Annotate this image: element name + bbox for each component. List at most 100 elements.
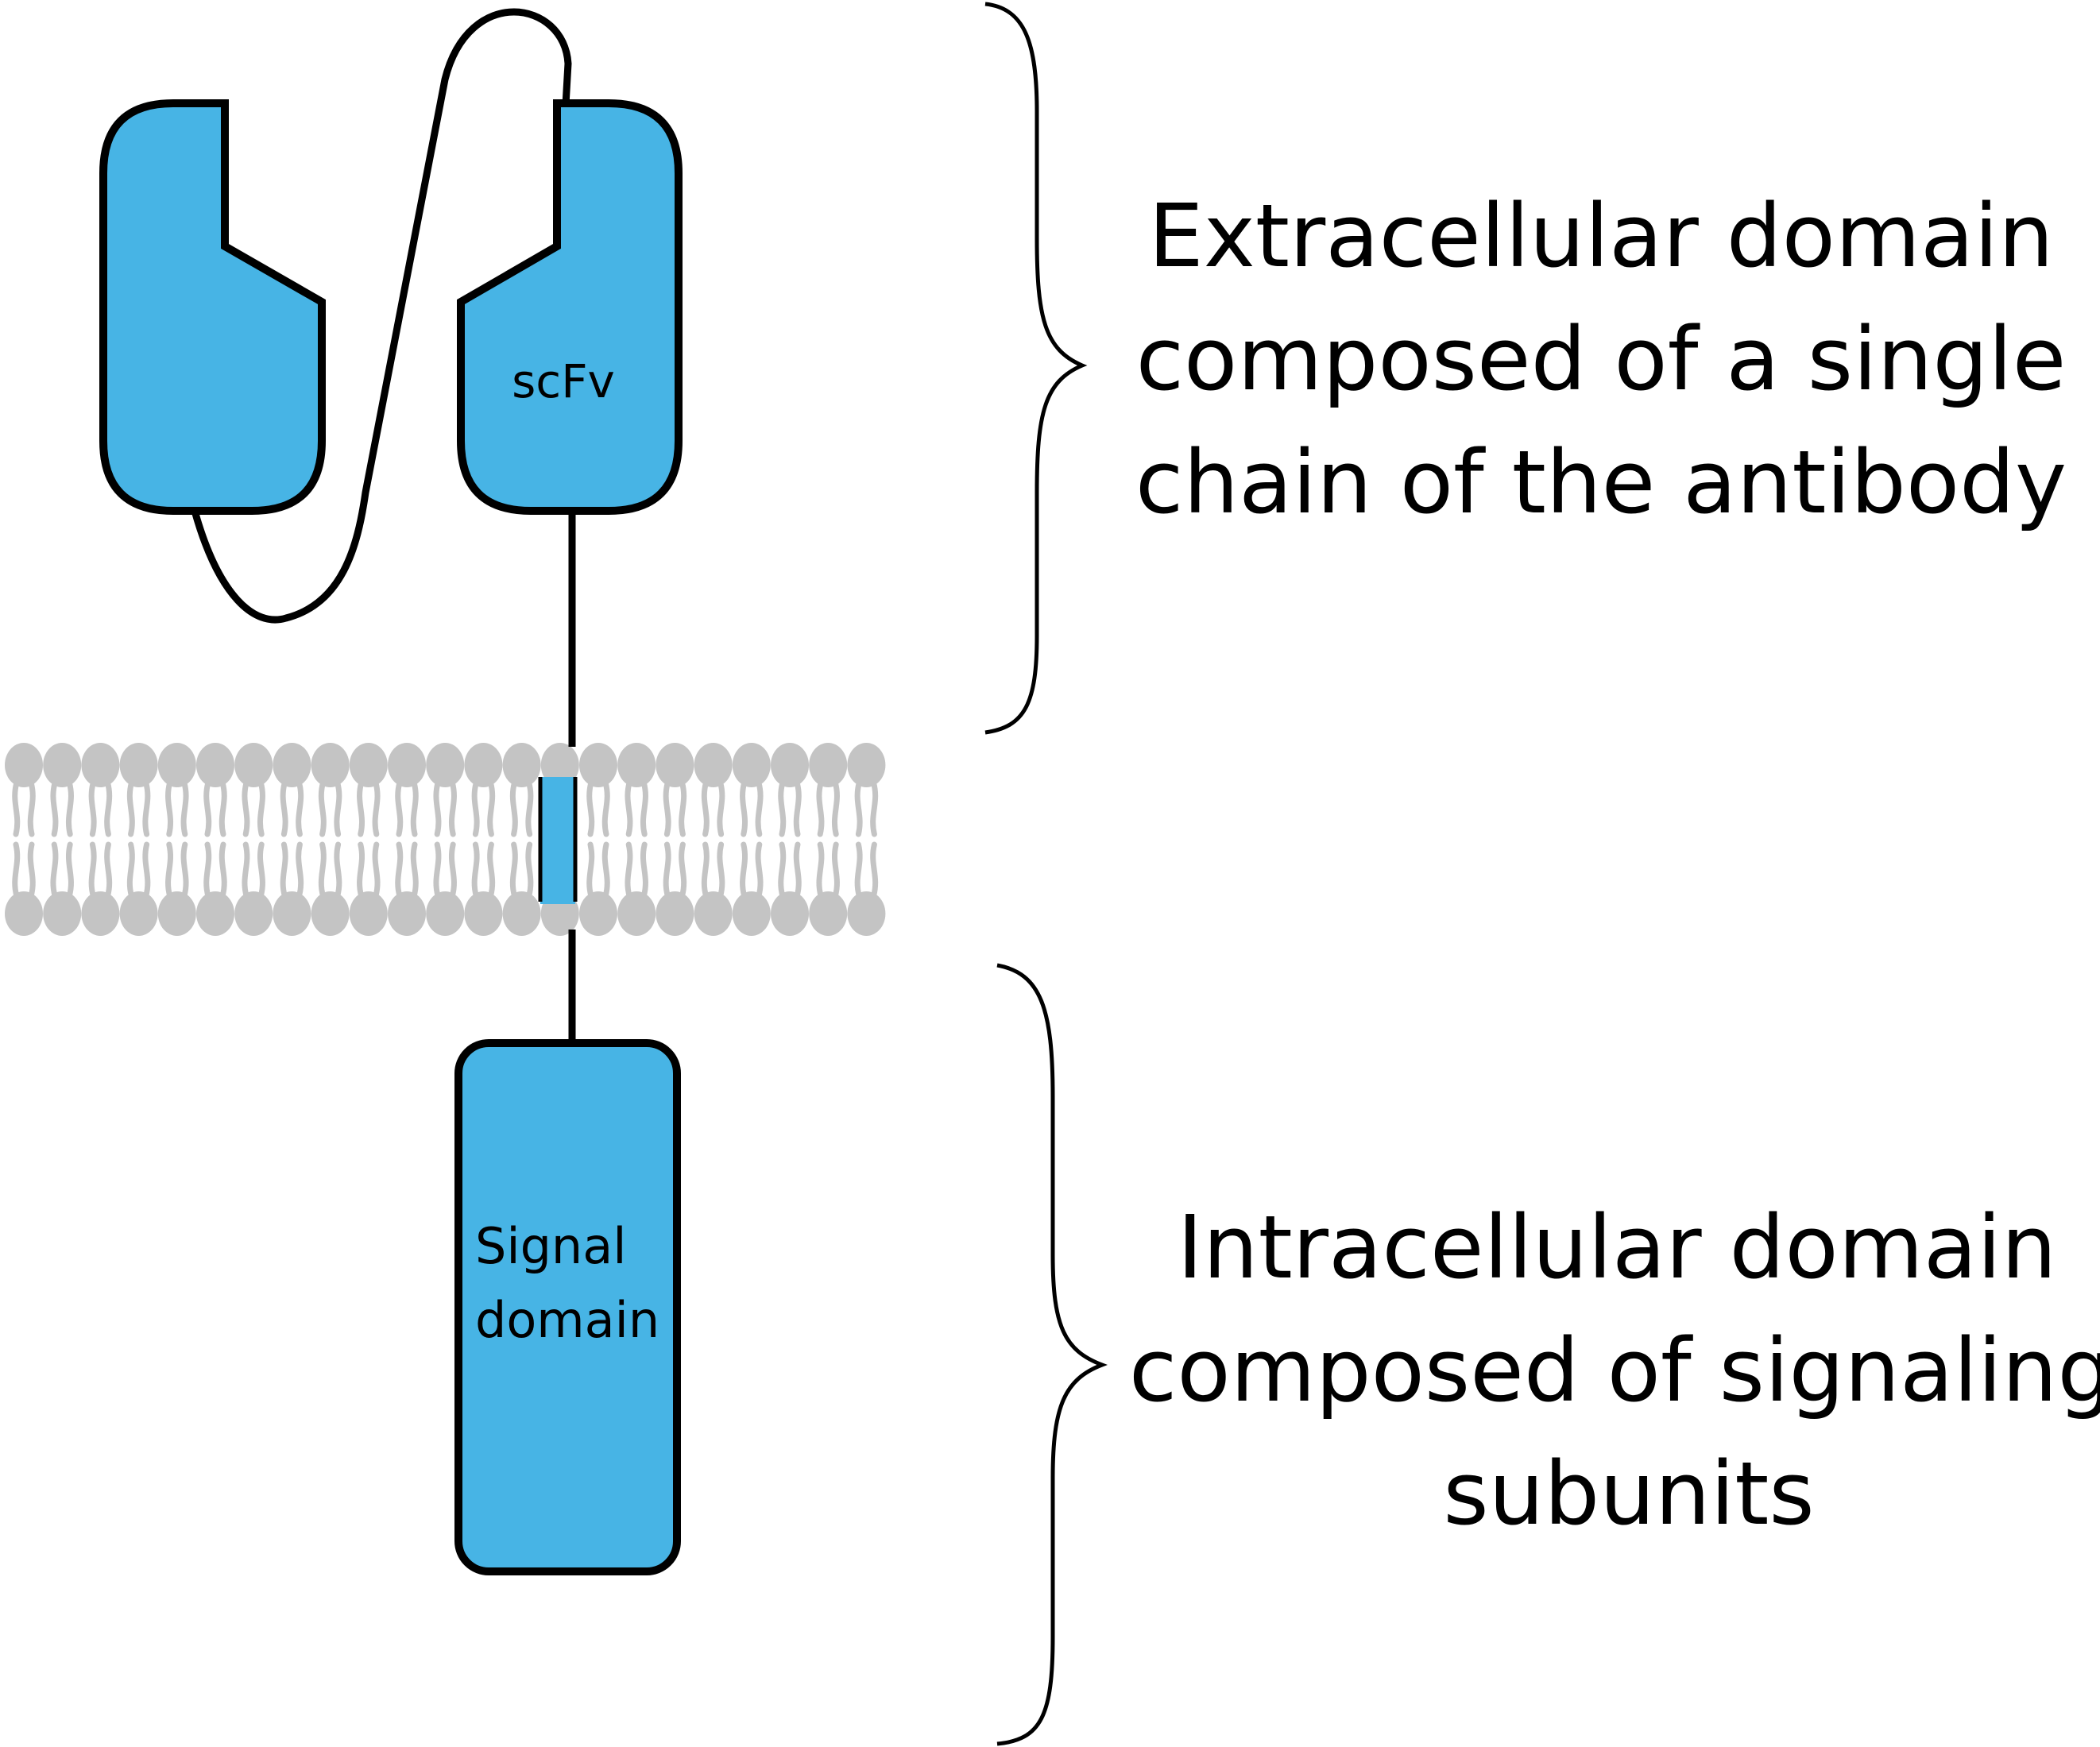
lipid-tail	[663, 779, 687, 837]
lipid-tail	[242, 841, 265, 899]
lipid-tail	[12, 779, 36, 837]
lipid-tail	[280, 779, 304, 837]
lipid-tail	[357, 779, 381, 837]
lipid-head	[234, 743, 273, 787]
lipid-tail	[50, 779, 74, 837]
lipid-tail	[509, 779, 534, 837]
lipid-tail	[625, 779, 648, 837]
lipid-head	[388, 743, 426, 787]
extracellular-caption-line-1: Extracellular domain	[1148, 185, 2053, 287]
lipid-head	[464, 743, 503, 787]
lipid-head	[426, 743, 465, 787]
lipid-tail	[778, 841, 802, 899]
lipid-tail	[854, 841, 879, 899]
lipid-head	[43, 891, 82, 936]
lipid-head	[196, 891, 234, 936]
lipid-head	[119, 891, 158, 936]
lipid-tail	[740, 779, 764, 837]
lipid-head	[732, 743, 771, 787]
intracellular-caption-line-1: Intracellular domain	[1177, 1196, 2056, 1298]
lipid-head	[502, 743, 541, 787]
lipid-tail	[88, 841, 113, 899]
lipid-head	[119, 743, 158, 787]
lipid-tail	[165, 779, 189, 837]
scfv-right-domain	[457, 99, 683, 515]
lipid-head	[5, 743, 43, 787]
lipid-tail	[433, 841, 457, 899]
scfv-left-domain	[99, 99, 326, 515]
lipid-tail	[50, 841, 74, 899]
lipid-tail	[816, 841, 840, 899]
lipid-head	[694, 743, 733, 787]
lipid-head	[273, 743, 311, 787]
lipid-tail	[395, 779, 419, 837]
lipid-head	[349, 891, 388, 936]
lipid-head	[809, 743, 848, 787]
lipid-head	[579, 891, 617, 936]
lipid-head	[43, 743, 82, 787]
lipid-tail	[318, 779, 342, 837]
intracellular-caption-line-3: subunits	[1443, 1443, 1814, 1544]
lipid-tail	[203, 841, 227, 899]
lipid-tail	[778, 779, 802, 837]
lipid-head	[656, 891, 694, 936]
lipid-tail	[433, 779, 457, 837]
lipid-tail	[203, 779, 227, 837]
lipid-head	[771, 891, 809, 936]
lipid-head	[234, 891, 273, 936]
lipid-tail	[701, 841, 725, 899]
lipid-tail	[88, 779, 113, 837]
lipid-head	[464, 891, 503, 936]
signal-domain-box	[454, 1039, 681, 1575]
lipid-tail	[12, 841, 36, 899]
lipid-tail	[395, 841, 419, 899]
lipid-head	[847, 743, 886, 787]
lipid-tail	[165, 841, 189, 899]
extracellular-brace	[984, 2, 1088, 735]
lipid-tail	[318, 841, 342, 899]
lipid-head	[311, 891, 350, 936]
lipid-head	[426, 891, 465, 936]
lipid-tail	[625, 841, 648, 899]
lipid-head	[656, 743, 694, 787]
lipid-head	[196, 743, 234, 787]
lipid-tail	[242, 779, 265, 837]
lipid-tail	[663, 841, 687, 899]
intracellular-brace	[996, 963, 1108, 1746]
lipid-head	[388, 891, 426, 936]
intracellular-caption: Intracellular domain composed of signali…	[1129, 1196, 2100, 1544]
lipid-tail	[816, 779, 840, 837]
lipid-tail	[357, 841, 381, 899]
scfv-linker	[191, 8, 572, 624]
lipid-head	[311, 743, 350, 787]
lipid-head	[694, 891, 733, 936]
lipid-tail	[586, 841, 610, 899]
scfv-label: scFv	[512, 354, 615, 408]
extracellular-caption: Extracellular domain composed of a singl…	[1135, 185, 2067, 533]
signal-label-line2: domain	[475, 1291, 659, 1349]
extracellular-caption-line-3: chain of the antibody	[1135, 431, 2067, 533]
transmembrane-segment	[540, 777, 575, 904]
lipid-head	[81, 891, 120, 936]
extracellular-caption-line-2: composed of a single	[1136, 308, 2067, 410]
lipid-tail	[126, 841, 151, 899]
signal-label-line1: Signal	[475, 1217, 626, 1275]
lipid-head	[157, 743, 196, 787]
lipid-head	[502, 891, 541, 936]
intracellular-caption-line-2: composed of signaling	[1129, 1320, 2100, 1421]
lipid-head	[617, 891, 656, 936]
lipid-tail	[586, 779, 610, 837]
cell-membrane-bilayer	[5, 743, 886, 936]
lipid-head	[81, 743, 120, 787]
lipid-tail	[740, 841, 764, 899]
lipid-tail	[126, 779, 151, 837]
lipid-head	[579, 743, 617, 787]
lipid-head	[732, 891, 771, 936]
lipid-tail	[280, 841, 304, 899]
lipid-head	[5, 891, 43, 936]
lipid-head	[273, 891, 311, 936]
lipid-tail	[509, 841, 534, 899]
lipid-head	[771, 743, 809, 787]
lipid-head	[617, 743, 656, 787]
